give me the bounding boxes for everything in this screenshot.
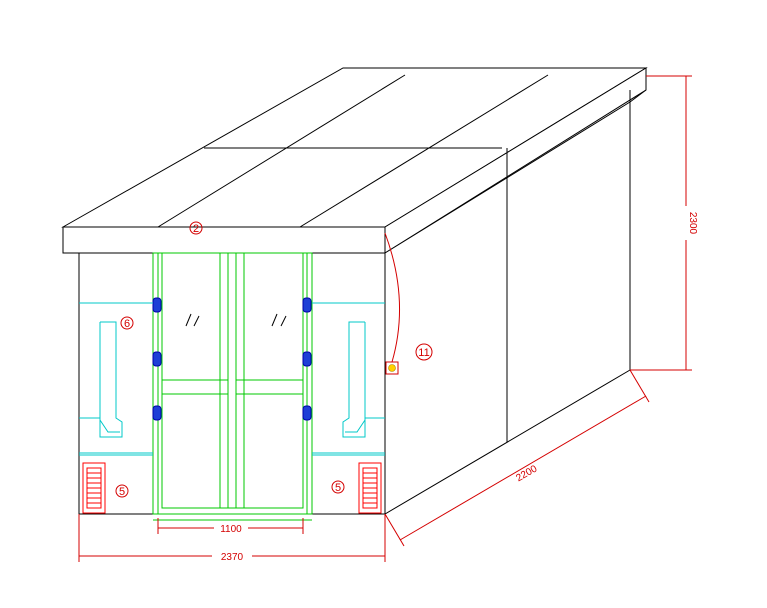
roof-seam-back <box>299 74 549 228</box>
callout-control-box: 11 <box>415 343 433 361</box>
control-box-indicator <box>388 364 396 372</box>
callout-side-window: 6 <box>120 316 134 330</box>
callout-top-panel-label: 2 <box>193 223 199 235</box>
glass-marks <box>185 313 287 327</box>
callout-control-box-label: 11 <box>418 347 429 359</box>
dimension-depth <box>384 369 650 547</box>
hinge-left-top <box>152 297 162 313</box>
window-right-outer <box>342 321 385 438</box>
roof-panel <box>61 67 648 254</box>
callout-top-panel: 2 <box>189 221 203 235</box>
hinge-left-mid <box>152 351 162 367</box>
callout-side-window-label: 6 <box>124 318 130 330</box>
dimension-door-width-label: 1100 <box>220 524 242 535</box>
dimension-height-label: 2300 <box>687 212 698 235</box>
dimension-front-width-label: 2370 <box>221 552 244 563</box>
dimension-depth-label: 2200 <box>514 463 539 484</box>
roof-front-face <box>62 226 386 254</box>
callout-fan-left-label: 5 <box>119 486 125 498</box>
roof-seam-front <box>157 74 406 228</box>
window-right-channel <box>345 322 366 433</box>
cabinet-front-face <box>78 252 386 515</box>
side-panels <box>79 302 385 456</box>
hinge-right-mid <box>302 351 312 367</box>
callout-fan-left: 5 <box>115 484 129 498</box>
door-assembly <box>152 252 313 521</box>
hinge-left-low <box>152 405 162 421</box>
cable-arc <box>384 232 401 363</box>
door-hinges <box>152 297 312 421</box>
hinge-right-top <box>302 297 312 313</box>
cabinet-body <box>78 101 631 515</box>
fan-unit-left <box>82 462 106 514</box>
callout-fan-right-label: 5 <box>335 482 341 494</box>
hinge-right-low <box>302 405 312 421</box>
callout-fan-right: 5 <box>331 480 345 494</box>
roof-back-edge-2 <box>629 89 647 103</box>
fan-unit-right <box>358 462 382 514</box>
window-left-channel <box>99 322 120 433</box>
window-left-outer <box>79 321 123 438</box>
